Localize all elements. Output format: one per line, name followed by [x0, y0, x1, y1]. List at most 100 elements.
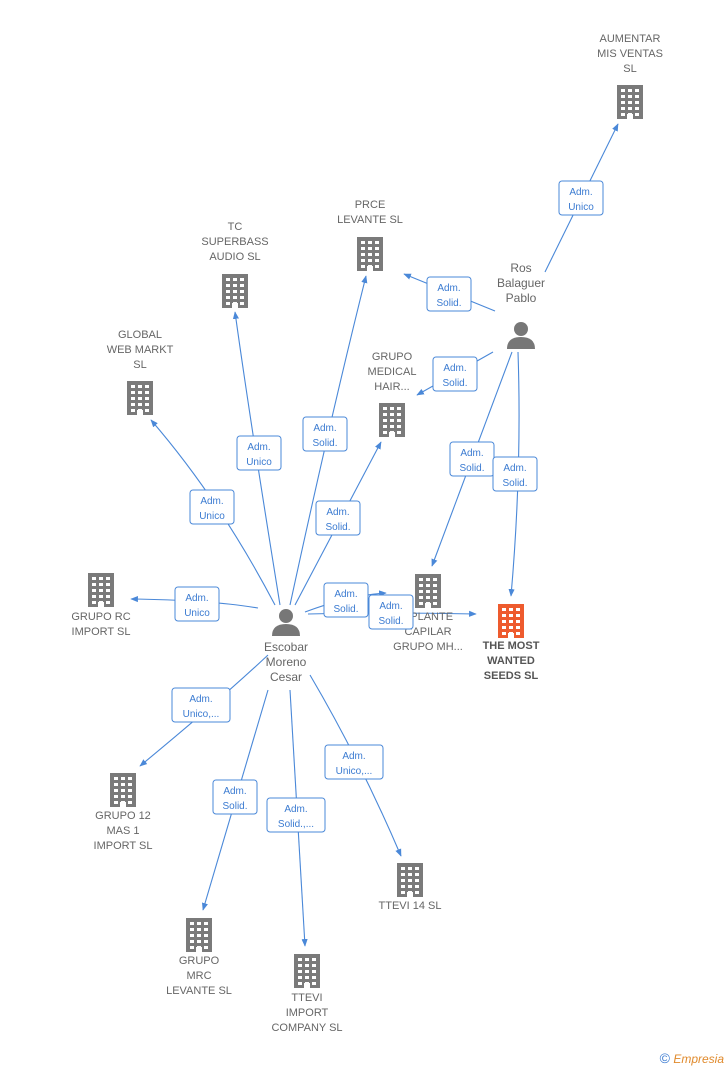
relation-label-text: Solid. — [222, 801, 247, 812]
person-name[interactable]: Escobar — [264, 640, 308, 654]
relation-label-text: Solid. — [312, 438, 337, 449]
relation-label-text: Solid. — [333, 604, 358, 615]
relation-label-box — [212, 779, 258, 815]
relation-label[interactable]: Adm. Unico — [189, 489, 235, 525]
relation-label-text: Adm. — [284, 804, 307, 815]
company-building-icon[interactable] — [186, 918, 212, 952]
company-name[interactable]: MAS 1 — [106, 825, 139, 837]
company-name[interactable]: WEB MARKT — [107, 344, 174, 356]
relation-label[interactable]: Adm. Solid. — [492, 456, 538, 492]
company-building-icon[interactable] — [357, 237, 383, 271]
company-name[interactable]: THE MOST — [483, 640, 540, 652]
relation-label[interactable]: Adm.Solid.,... — [266, 797, 326, 833]
company-name[interactable]: GRUPO 12 — [95, 810, 151, 822]
company-name[interactable]: IMPORT — [286, 1007, 329, 1019]
company-name[interactable]: COMPANY SL — [271, 1022, 342, 1034]
relation-label-text: Unico — [184, 608, 210, 619]
relation-label[interactable]: Adm.Solid. — [368, 594, 414, 630]
company-building-icon[interactable] — [88, 573, 114, 607]
relation-label-text: Unico — [199, 511, 225, 522]
relation-label-box — [189, 489, 235, 525]
relation-label-text: Unico,... — [336, 766, 373, 777]
relation-label[interactable]: Adm.Solid. — [432, 356, 478, 392]
relation-label[interactable]: Adm. Unico — [174, 586, 220, 622]
relation-label-text: Solid. — [378, 616, 403, 627]
company-building-icon[interactable] — [397, 863, 423, 897]
relation-label-box — [324, 744, 384, 780]
company-name[interactable]: SEEDS SL — [484, 670, 539, 682]
company-name[interactable]: WANTED — [487, 655, 535, 667]
copyright-icon: © — [659, 1050, 670, 1066]
relation-label[interactable]: Adm.Solid. — [315, 500, 361, 536]
relation-label-text: Adm. — [200, 496, 223, 507]
company-name[interactable]: MIS VENTAS — [597, 48, 663, 60]
relation-label[interactable]: Adm.Unico — [558, 180, 604, 216]
relation-label-box — [236, 435, 282, 471]
relation-label[interactable]: Adm.Unico — [236, 435, 282, 471]
relation-label[interactable]: Adm.Solid. — [323, 582, 369, 618]
company-name[interactable]: IMPORT SL — [72, 626, 131, 638]
footer-brand[interactable]: © Empresia — [660, 1050, 724, 1066]
company-building-icon[interactable] — [110, 773, 136, 807]
relation-label[interactable]: Adm. Unico,... — [324, 744, 384, 780]
company-name[interactable]: TC — [228, 221, 243, 233]
person-icon[interactable] — [272, 609, 300, 636]
relation-label-text: Unico — [246, 457, 272, 468]
company-name[interactable]: IMPORT SL — [94, 840, 153, 852]
relation-label-box — [426, 276, 472, 312]
company-name[interactable]: GRUPO RC — [71, 611, 130, 623]
person-name[interactable]: Ros — [510, 261, 531, 275]
company-name[interactable]: SL — [623, 63, 636, 75]
company-building-icon[interactable] — [379, 403, 405, 437]
relation-label-text: Adm. — [342, 751, 365, 762]
relation-label[interactable]: Adm. Unico,... — [171, 687, 231, 723]
company-building-icon[interactable] — [617, 85, 643, 119]
relation-label-box — [432, 356, 478, 392]
relation-label-box — [302, 416, 348, 452]
relation-label-box — [174, 586, 220, 622]
company-name[interactable]: CAPILAR — [404, 626, 451, 638]
company-name[interactable]: PRCE — [355, 199, 386, 211]
company-building-icon[interactable] — [498, 604, 524, 638]
person-icon[interactable] — [507, 322, 535, 349]
company-building-icon[interactable] — [127, 381, 153, 415]
company-name[interactable]: LEVANTE SL — [166, 985, 232, 997]
company-name[interactable]: GRUPO MH... — [393, 641, 463, 653]
company-name[interactable]: GLOBAL — [118, 329, 162, 341]
company-building-icon[interactable] — [294, 954, 320, 988]
relation-label-text: Solid. — [442, 378, 467, 389]
person-name[interactable]: Moreno — [266, 655, 307, 669]
company-name[interactable]: LEVANTE SL — [337, 214, 403, 226]
relation-label-text: Solid. — [502, 478, 527, 489]
company-name[interactable]: MEDICAL — [368, 366, 417, 378]
relation-label-text: Adm. — [189, 694, 212, 705]
relation-label-text: Adm. — [223, 786, 246, 797]
relation-label-box — [266, 797, 326, 833]
company-name[interactable]: AUDIO SL — [209, 251, 260, 263]
company-name[interactable]: TTEVI 14 SL — [379, 900, 442, 912]
relation-label-text: Unico,... — [183, 709, 220, 720]
company-name[interactable]: GRUPO — [179, 955, 220, 967]
company-name[interactable]: TTEVI — [291, 992, 322, 1004]
relation-label[interactable]: Adm.Solid. — [302, 416, 348, 452]
person-name[interactable]: Pablo — [506, 291, 537, 305]
company-name[interactable]: MRC — [186, 970, 211, 982]
relation-label-box — [171, 687, 231, 723]
relation-label-text: Adm. — [503, 463, 526, 474]
company-name[interactable]: SUPERBASS — [201, 236, 268, 248]
relation-label[interactable]: Adm.Solid. — [426, 276, 472, 312]
relation-label-text: Adm. — [437, 283, 460, 294]
relation-label-text: Adm. — [185, 593, 208, 604]
company-building-icon[interactable] — [222, 274, 248, 308]
company-name[interactable]: SPLANTE — [403, 611, 453, 623]
company-name[interactable]: SL — [133, 359, 146, 371]
person-name[interactable]: Cesar — [270, 670, 302, 684]
company-building-icon[interactable] — [415, 574, 441, 608]
company-name[interactable]: GRUPO — [372, 351, 413, 363]
company-name[interactable]: AUMENTAR — [600, 33, 661, 45]
relation-label[interactable]: Adm. Solid. — [212, 779, 258, 815]
person-name[interactable]: Balaguer — [497, 276, 545, 290]
company-name[interactable]: HAIR... — [374, 381, 409, 393]
relation-label[interactable]: Adm.Solid. — [449, 441, 495, 477]
